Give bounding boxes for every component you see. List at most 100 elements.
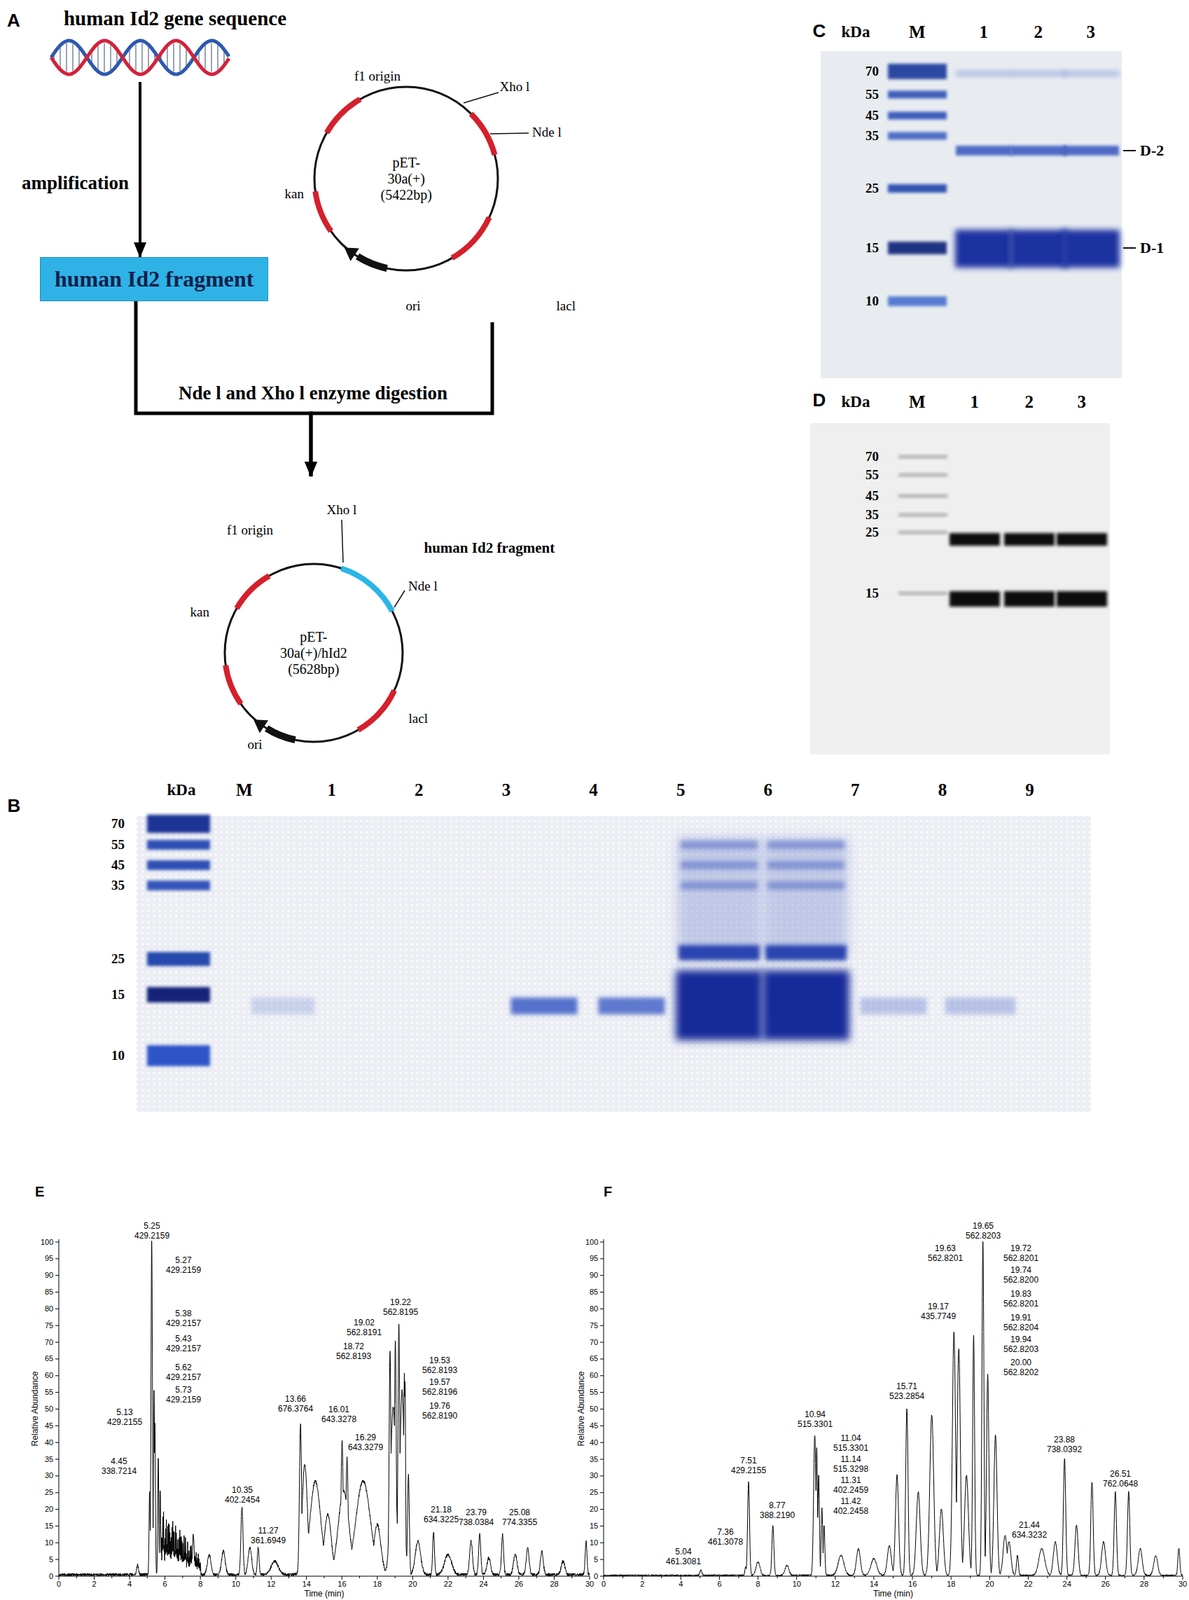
axis-tick-label: 20 (985, 1579, 994, 1588)
marker-size: 15 (865, 585, 879, 601)
base-pair (147, 46, 150, 69)
axis-tick-label: 30 (44, 1471, 54, 1479)
ladder-band (898, 591, 948, 596)
peak-label: 13.66 676.3764 (277, 1393, 314, 1414)
gel-background (820, 51, 1122, 379)
lane-number: 9 (1025, 780, 1035, 800)
gel-band (680, 860, 758, 869)
ladder-band (887, 112, 947, 120)
ori-arrow-head (344, 247, 360, 262)
plasmid-map (301, 66, 596, 323)
plasmid-circle: pET-30a(+)/hId2 (5628bp) (175, 476, 526, 757)
marker-size: 25 (111, 950, 125, 967)
peak-label: 5.62 429.2157 (165, 1361, 201, 1382)
plasmid-feature-label: lacl (556, 298, 576, 314)
gel-band (955, 145, 1012, 156)
plasmid-feature-label: Xho l (499, 79, 531, 95)
axis-tick (536, 1575, 538, 1578)
gene-segment (358, 690, 395, 730)
peak-label: 19.76 562.8190 (422, 1400, 458, 1421)
peak-label: 16.01 643.3278 (321, 1403, 357, 1424)
axis-tick (600, 1508, 604, 1510)
base-pair (172, 43, 175, 72)
axis-tick-label: 4 (678, 1579, 683, 1588)
lane-number: M (908, 22, 926, 43)
base-pair (204, 45, 206, 70)
gel-band (680, 880, 758, 890)
lane-number: M (908, 392, 926, 412)
ladder-band (147, 951, 211, 966)
lane-number: 3 (502, 780, 512, 800)
marker-size: 10 (865, 293, 879, 309)
axis-tick (76, 1575, 78, 1578)
ladder-band (887, 91, 947, 99)
axis-tick (58, 1575, 60, 1580)
axis-tick-label: 14 (302, 1579, 311, 1588)
panel-letter: A (7, 9, 21, 32)
axis-tick-label: 75 (589, 1321, 599, 1330)
axis-tick (270, 1575, 272, 1580)
axis-tick (55, 1525, 59, 1526)
marker-size: 70 (865, 448, 879, 465)
gel-band (675, 969, 763, 1040)
axis-tick (55, 1291, 59, 1292)
axis-tick (483, 1575, 484, 1580)
axis-tick (600, 1474, 604, 1476)
axis-tick (661, 1575, 662, 1578)
axis-tick-label: 50 (44, 1404, 54, 1413)
axis-tick-label: 24 (1062, 1579, 1072, 1588)
ladder-band (887, 132, 947, 141)
axis-tick (376, 1575, 378, 1580)
lane-number: 7 (850, 780, 860, 800)
marker-size: 45 (865, 488, 879, 504)
peak-label: 7.51 429.2155 (731, 1455, 767, 1475)
unit-label: kDa (841, 392, 871, 412)
axis-tick (1143, 1575, 1145, 1580)
lane-number: 6 (763, 780, 774, 800)
axis-tick (796, 1575, 797, 1580)
band-marker (1123, 247, 1136, 249)
marker-size: 35 (111, 877, 125, 893)
axis-tick (55, 1257, 59, 1259)
axis-tick (600, 1525, 604, 1526)
axis-tick-label: 30 (589, 1471, 599, 1479)
band-label: D-2 (1139, 141, 1164, 160)
lane-number: 4 (588, 780, 599, 800)
axis-tick-label: 55 (589, 1387, 599, 1396)
axis-tick (288, 1575, 290, 1578)
gel-band (767, 880, 845, 890)
sequence-node: human Id2 gene sequence (35, 7, 316, 82)
marker-size: 55 (111, 836, 125, 853)
gel-band (1004, 532, 1055, 546)
leader-line (463, 92, 499, 103)
axis-tick (465, 1575, 467, 1578)
axis-tick-label: 0 (601, 1579, 606, 1588)
marker-size: 45 (865, 107, 879, 124)
axis-tick (600, 1341, 604, 1343)
axis-tick (777, 1575, 778, 1578)
chromatogram-e (55, 1238, 590, 1580)
axis-tick (950, 1575, 952, 1580)
axis-tick (1163, 1575, 1164, 1578)
axis-tick-label: 28 (1139, 1579, 1149, 1588)
peak-label: 11.42 402.2458 (833, 1495, 869, 1516)
axis-tick (55, 1274, 59, 1276)
base-pair (185, 48, 187, 67)
peak-label: 18.72 562.8193 (336, 1340, 372, 1361)
axis-title: Relative Abundance (30, 1371, 40, 1446)
axis-tick-label: 6 (717, 1579, 722, 1588)
axis-tick (55, 1324, 59, 1326)
plasmid-ring (224, 563, 403, 742)
axis-tick (394, 1575, 396, 1578)
base-pair (59, 46, 61, 68)
axis-tick-label: 6 (163, 1579, 168, 1588)
axis-tick-label: 95 (589, 1254, 599, 1262)
axis-tick (55, 1575, 59, 1577)
axis-tick (622, 1575, 624, 1578)
ladder-band (147, 839, 211, 850)
base-pair (179, 44, 181, 71)
axis-tick-label: 26 (1101, 1579, 1110, 1588)
peak-label: 11.04 515.3301 (833, 1432, 869, 1453)
marker-size: 55 (865, 467, 879, 483)
axis-tick-label: 4 (127, 1579, 132, 1588)
